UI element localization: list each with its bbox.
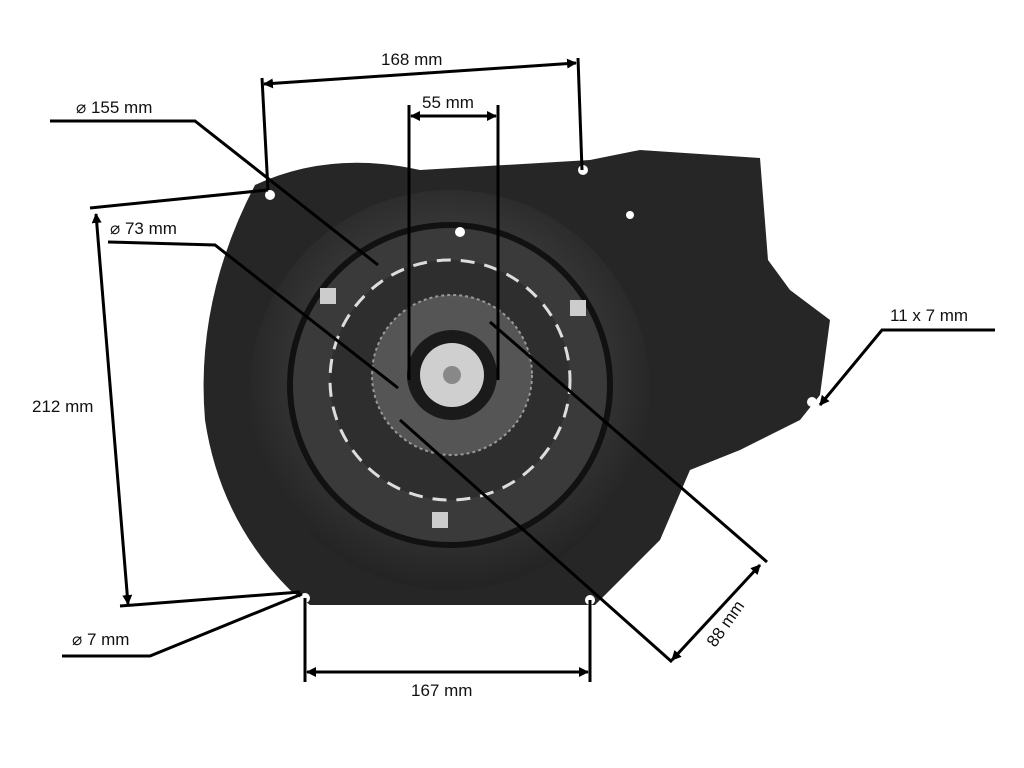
dimension-lines (50, 57, 995, 682)
label-height: 212 mm (32, 397, 94, 416)
label-hub-width: 55 mm (422, 93, 474, 112)
label-slot: 11 x 7 mm (890, 306, 969, 325)
label-inner-diameter: ⌀ 73 mm (110, 219, 177, 238)
label-width-top: 168 mm (381, 50, 443, 69)
label-outer-diameter: ⌀ 155 mm (76, 98, 153, 117)
starter-housing (203, 150, 831, 605)
label-width-bottom: 167 mm (411, 681, 473, 700)
label-hole-diameter: ⌀ 7 mm (72, 630, 130, 649)
